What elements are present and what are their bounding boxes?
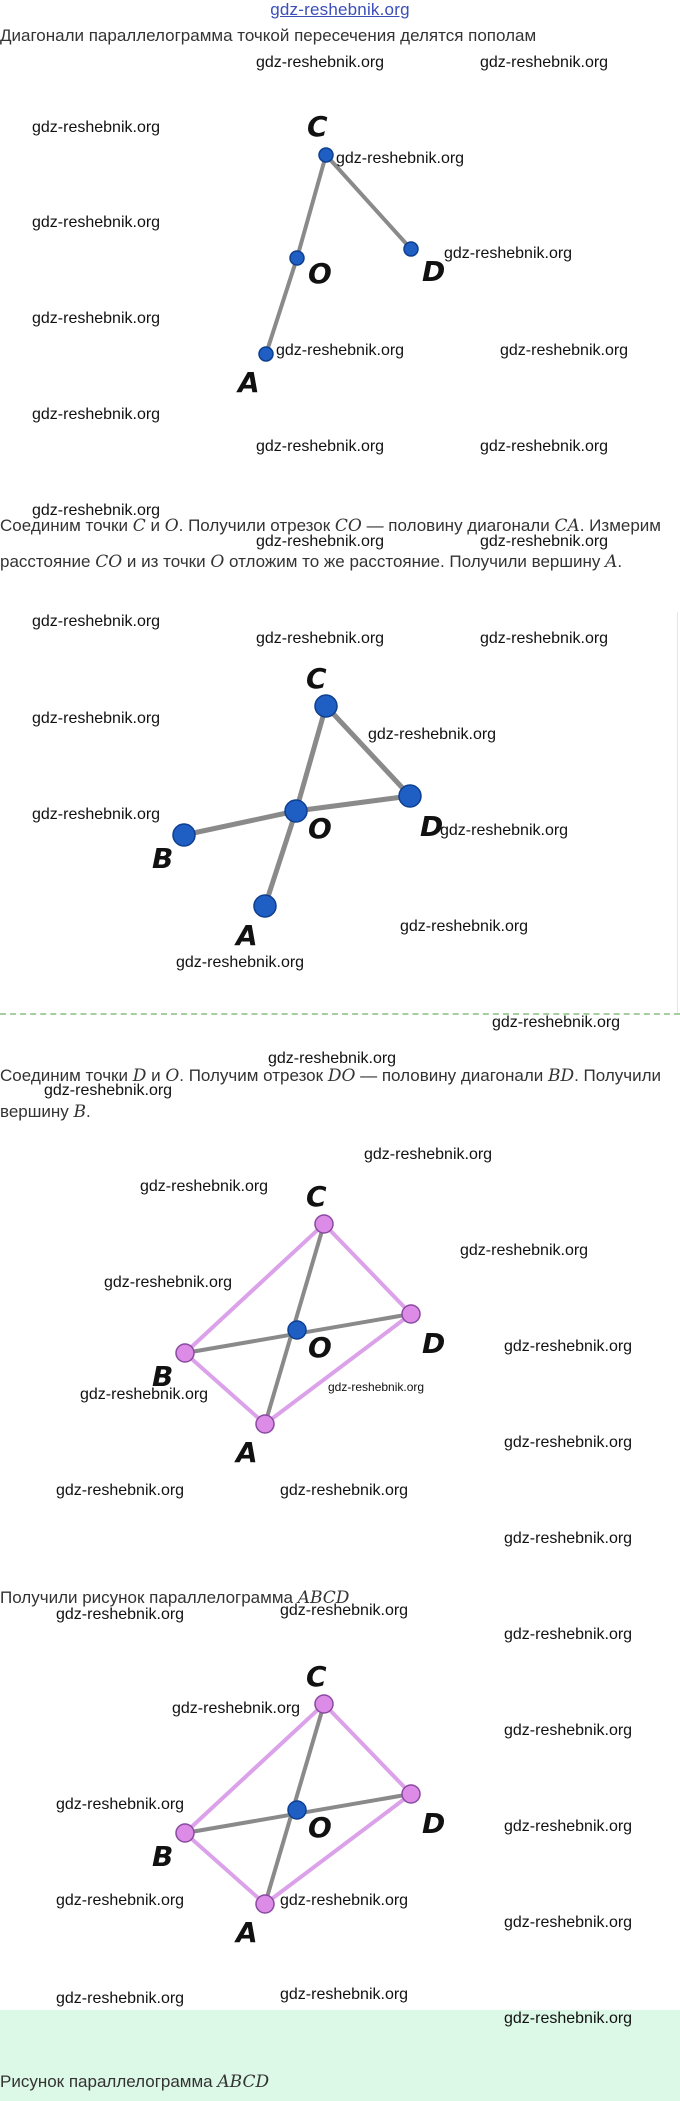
watermark: gdz-reshebnik.org xyxy=(56,1796,185,1813)
watermark: gdz-reshebnik.org xyxy=(32,710,161,727)
watermark: gdz-reshebnik.org xyxy=(56,1606,185,1623)
step-1-text: Диагонали параллелограмма точкой пересеч… xyxy=(0,26,537,45)
point-d xyxy=(403,241,419,257)
segment-co xyxy=(295,154,328,259)
answer-band xyxy=(0,2010,680,2101)
watermark: gdz-reshebnik.org xyxy=(504,1914,633,1931)
svg-text:O: O xyxy=(308,1811,332,1844)
svg-text:D: D xyxy=(422,1327,445,1360)
watermark: gdz-reshebnik.org xyxy=(268,1050,397,1067)
watermark: gdz-reshebnik.org xyxy=(280,1482,409,1499)
watermark: gdz-reshebnik.org xyxy=(328,1380,425,1394)
step-2-text: Соединим точки C и O. Получили отрезок C… xyxy=(0,516,661,572)
watermark: gdz-reshebnik.org xyxy=(32,406,161,423)
watermark: gdz-reshebnik.org xyxy=(368,726,497,743)
watermark: gdz-reshebnik.org xyxy=(504,2010,633,2027)
watermark: gdz-reshebnik.org xyxy=(32,310,161,327)
watermark: gdz-reshebnik.org xyxy=(56,1990,185,2007)
figure-step-3: C O D B A xyxy=(0,1180,680,1490)
figure-step-4: C O D B A xyxy=(0,1660,680,1970)
watermark: gdz-reshebnik.org xyxy=(500,342,629,359)
svg-text:D: D xyxy=(420,810,443,843)
svg-text:B: B xyxy=(152,842,173,875)
watermark: gdz-reshebnik.org xyxy=(280,1892,409,1909)
watermark: gdz-reshebnik.org xyxy=(44,1082,173,1099)
watermark: gdz-reshebnik.org xyxy=(32,502,161,519)
watermark: gdz-reshebnik.org xyxy=(140,1178,269,1195)
watermark: gdz-reshebnik.org xyxy=(460,1242,589,1259)
label-d: D xyxy=(422,255,445,288)
watermark: gdz-reshebnik.org xyxy=(176,954,305,971)
svg-text:B: B xyxy=(152,1360,173,1393)
watermark: gdz-reshebnik.org xyxy=(504,1530,633,1547)
svg-text:B: B xyxy=(152,1840,173,1873)
svg-text:C: C xyxy=(306,662,327,695)
segment-oa xyxy=(264,257,299,355)
watermark: gdz-reshebnik.org xyxy=(480,630,609,647)
watermark: gdz-reshebnik.org xyxy=(492,1014,621,1031)
watermark: gdz-reshebnik.org xyxy=(504,1722,633,1739)
divider xyxy=(677,612,678,1014)
step-5-text: Рисунок параллелограмма ABCD xyxy=(0,2072,270,2092)
watermark: gdz-reshebnik.org xyxy=(172,1700,301,1717)
watermark: gdz-reshebnik.org xyxy=(56,1892,185,1909)
site-title-link[interactable]: gdz-reshebnik.org xyxy=(270,0,410,19)
figure-step-2: C O D B A xyxy=(0,660,680,960)
section-divider xyxy=(0,1013,680,1015)
watermark: gdz-reshebnik.org xyxy=(364,1146,493,1163)
watermark: gdz-reshebnik.org xyxy=(276,342,405,359)
figure-step-1: C O D A xyxy=(0,110,680,410)
svg-text:D: D xyxy=(422,1807,445,1840)
watermark: gdz-reshebnik.org xyxy=(256,533,385,550)
watermark: gdz-reshebnik.org xyxy=(280,1986,409,2003)
watermark: gdz-reshebnik.org xyxy=(440,822,569,839)
svg-text:C: C xyxy=(306,1180,327,1213)
watermark: gdz-reshebnik.org xyxy=(32,806,161,823)
segment-cd xyxy=(324,153,413,251)
watermark: gdz-reshebnik.org xyxy=(480,54,609,71)
watermark: gdz-reshebnik.org xyxy=(504,1818,633,1835)
watermark: gdz-reshebnik.org xyxy=(104,1274,233,1291)
watermark: gdz-reshebnik.org xyxy=(32,119,161,136)
svg-text:A: A xyxy=(234,1436,258,1469)
watermark: gdz-reshebnik.org xyxy=(256,54,385,71)
watermark: gdz-reshebnik.org xyxy=(256,630,385,647)
watermark: gdz-reshebnik.org xyxy=(32,214,161,231)
watermark: gdz-reshebnik.org xyxy=(504,1434,633,1451)
watermark: gdz-reshebnik.org xyxy=(336,150,465,167)
svg-text:A: A xyxy=(234,1916,258,1949)
point-a xyxy=(258,346,274,362)
point-c xyxy=(318,147,334,163)
step-4-text: Получили рисунок параллелограмма ABCD xyxy=(0,1588,350,1608)
watermark: gdz-reshebnik.org xyxy=(256,438,385,455)
watermark: gdz-reshebnik.org xyxy=(56,1482,185,1499)
watermark: gdz-reshebnik.org xyxy=(504,1626,633,1643)
svg-text:A: A xyxy=(234,919,258,952)
watermark: gdz-reshebnik.org xyxy=(444,245,573,262)
watermark: gdz-reshebnik.org xyxy=(80,1386,209,1403)
label-a: A xyxy=(236,366,260,399)
watermark: gdz-reshebnik.org xyxy=(504,1338,633,1355)
label-o: O xyxy=(308,257,332,290)
watermark: gdz-reshebnik.org xyxy=(32,613,161,630)
watermark: gdz-reshebnik.org xyxy=(480,533,609,550)
svg-text:O: O xyxy=(308,1331,332,1364)
watermark: gdz-reshebnik.org xyxy=(280,1602,409,1619)
label-c: C xyxy=(307,110,328,143)
point-o xyxy=(289,250,305,266)
watermark: gdz-reshebnik.org xyxy=(480,438,609,455)
svg-text:O: O xyxy=(308,812,332,845)
step-3-text: Соединим точки D и O. Получим отрезок DO… xyxy=(0,1066,662,1122)
watermark: gdz-reshebnik.org xyxy=(400,918,529,935)
svg-text:C: C xyxy=(306,1660,327,1693)
